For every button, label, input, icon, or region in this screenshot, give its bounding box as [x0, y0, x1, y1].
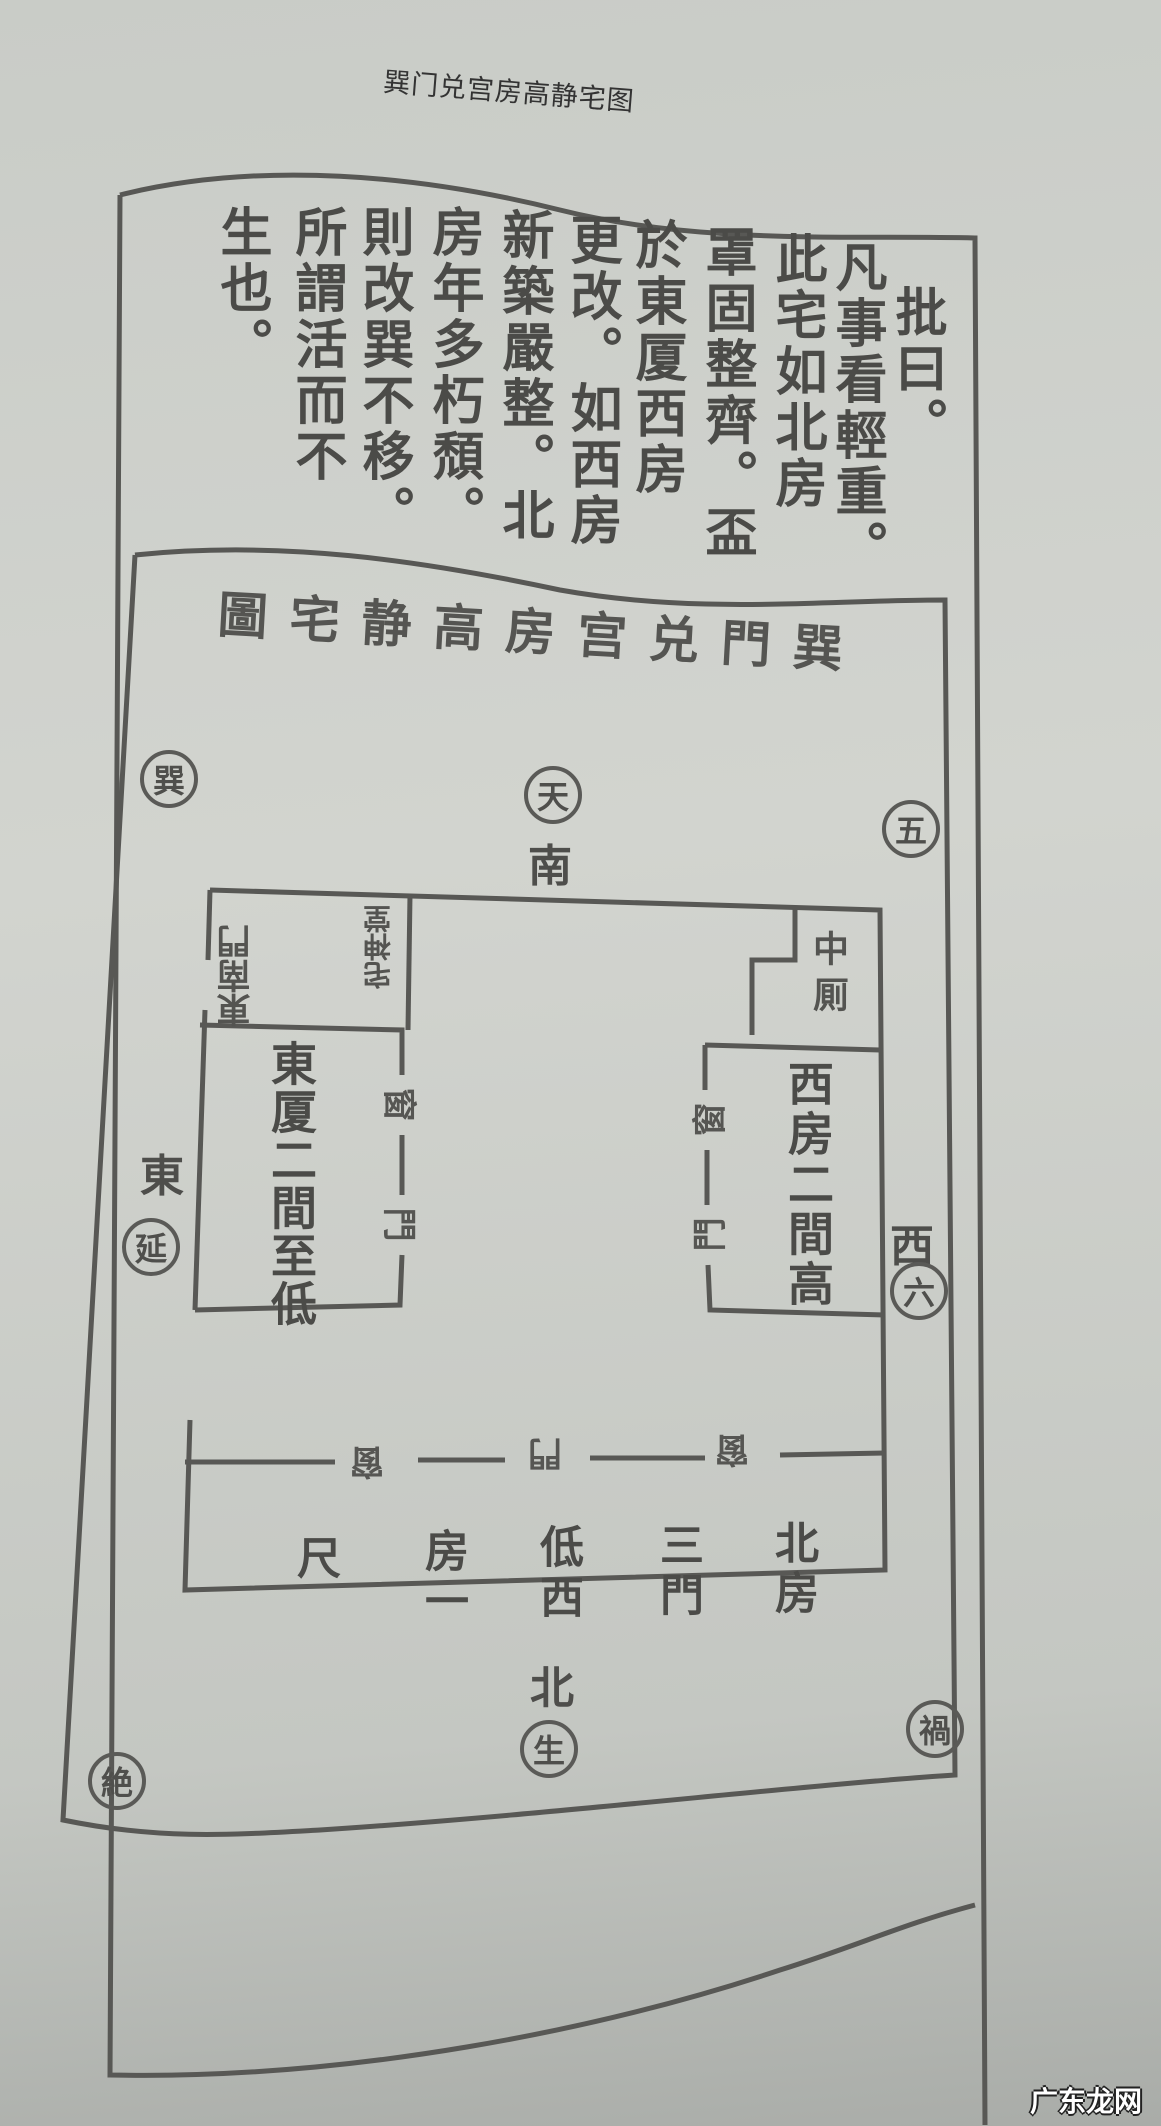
circle-tian: 天 [524, 766, 582, 824]
room-toilet: 中厠 [807, 930, 849, 1022]
room-shrine: 宅神堂 [362, 905, 395, 989]
circle-jue: 絶 [88, 1752, 146, 1810]
mark-divider-window: 窗 [715, 1429, 749, 1469]
circle-yan: 延 [122, 1218, 180, 1276]
house-outline [182, 887, 888, 1593]
commentary-column: 凡事看輕重。 [826, 240, 887, 576]
circle-liu: 六 [890, 1262, 948, 1320]
label-east: 東 [140, 1151, 184, 1202]
mark-divider-door: 門 [528, 1433, 562, 1473]
circle-huo: 禍 [906, 1700, 964, 1758]
mark-east-door: 門 [378, 1207, 419, 1242]
room-east-wing: 東厦二間至低 [264, 1040, 318, 1328]
north-room-col: 三門 [652, 1522, 703, 1622]
commentary-column: 罩固整齊。盃 [696, 225, 757, 561]
room-gate: 東南門 [217, 925, 257, 1027]
label-south: 南 [528, 841, 572, 892]
circle-wu: 五 [882, 800, 940, 858]
mark-divider-window: 窗 [350, 1441, 384, 1481]
watermark: 广东龙网 [1030, 2085, 1143, 2118]
north-room-col: 房一 [417, 1528, 468, 1628]
mark-west-window: 窗 [690, 1102, 731, 1137]
north-room-col: 尺 [289, 1535, 340, 1585]
commentary-column: 生也。 [211, 205, 272, 373]
plan-frame [60, 547, 958, 1837]
circle-xun: 巽 [140, 750, 198, 808]
commentary-column: 房年多朽頹。 [423, 205, 484, 541]
mark-east-window: 窗 [378, 1087, 419, 1122]
north-room-col: 北房 [767, 1520, 818, 1620]
circle-sheng: 生 [520, 1720, 578, 1778]
commentary-column: 更改。如西房 [561, 213, 622, 549]
outer-frame [107, 172, 988, 2126]
commentary-column: 所謂活而不 [286, 205, 347, 485]
commentary-column: 則改巽不移。 [353, 205, 414, 541]
commentary-column: 於東厦西房 [626, 218, 687, 498]
mark-west-door: 門 [690, 1217, 731, 1252]
commentary-column: 新築嚴整。北 [493, 208, 554, 544]
room-west: 西房二間高 [781, 1060, 835, 1310]
commentary-heading: 批曰。 [886, 285, 947, 453]
north-room-col: 低西 [532, 1524, 583, 1624]
commentary-column: 此宅如北房 [766, 232, 827, 512]
label-north: 北 [530, 1663, 574, 1714]
